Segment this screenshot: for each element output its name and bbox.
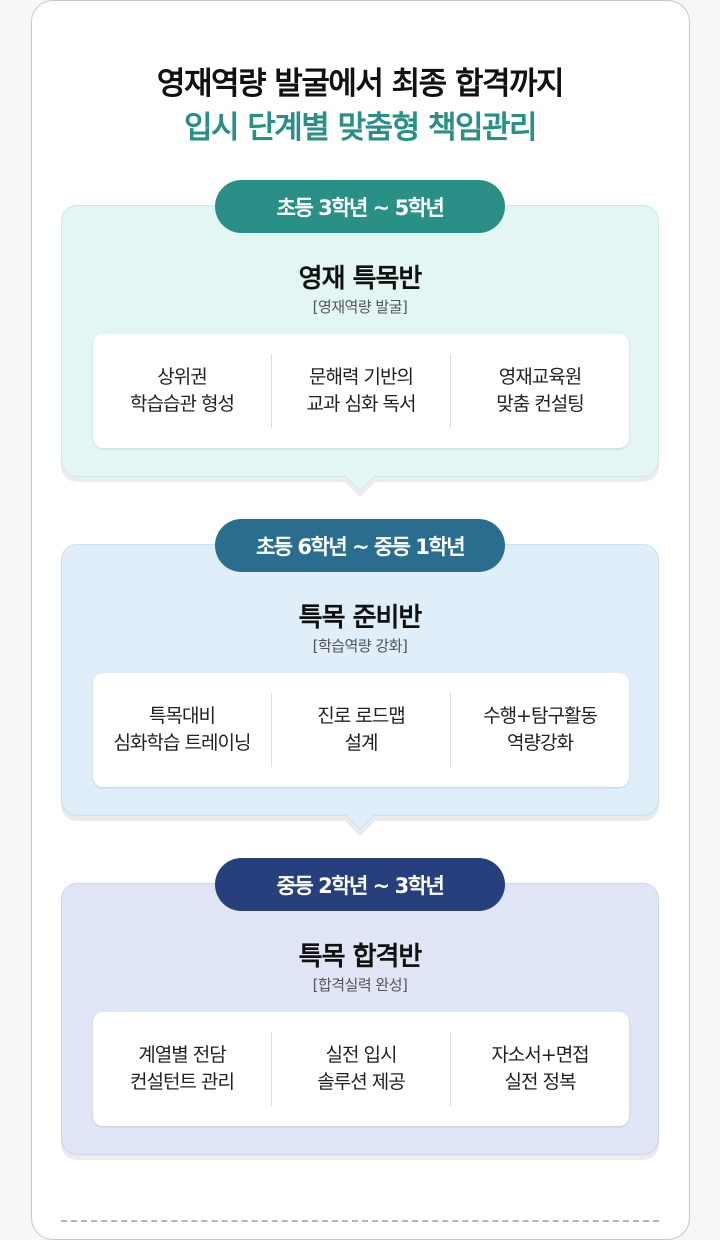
stage-box: 영재 특목반 [영재역량 발굴] 상위권 학습습관 형성 문해력 기반의 교과 심… xyxy=(61,205,659,492)
stage-item: 자소서+면접 실전 정복 xyxy=(450,1032,629,1106)
stage-subtitle: [합격실력 완성] xyxy=(312,976,408,994)
dashed-divider xyxy=(61,1220,659,1222)
stage-title: 특목 준비반 xyxy=(298,603,423,633)
grade-pill: 초등 6학년 ~ 중등 1학년 xyxy=(215,519,505,572)
stage-item: 실전 입시 솔루션 제공 xyxy=(271,1032,450,1106)
headline-line1: 영재역량 발굴에서 최종 합격까지 xyxy=(156,66,565,102)
stage-item: 수행+탐구활동 역량강화 xyxy=(450,693,629,767)
stage-box: 특목 합격반 [합격실력 완성] 계열별 전담 컨설턴트 관리 실전 입시 솔루션… xyxy=(61,883,659,1155)
stage-subtitle: [학습역량 강화] xyxy=(312,637,408,655)
stage-item: 계열별 전담 컨설턴트 관리 xyxy=(130,1044,235,1093)
stage-title: 영재 특목반 xyxy=(298,264,423,294)
stage-box: 특목 준비반 [학습역량 강화] 특목대비 심화학습 트레이닝 진로 로드맵 설계… xyxy=(61,544,659,831)
stage-item: 상위권 학습습관 형성 xyxy=(130,366,235,415)
stage-subtitle: [영재역량 발굴] xyxy=(312,298,408,316)
stage-title: 특목 합격반 xyxy=(298,942,423,972)
stage-item: 특목대비 심화학습 트레이닝 xyxy=(113,705,252,754)
grade-pill: 초등 3학년 ~ 5학년 xyxy=(215,180,505,233)
stage-item: 진로 로드맵 설계 xyxy=(271,693,450,767)
headline-line2: 입시 단계별 맞춤형 책임관리 xyxy=(183,110,538,146)
grade-pill: 중등 2학년 ~ 3학년 xyxy=(215,858,505,911)
stage-item: 영재교육원 맞춤 컨설팅 xyxy=(450,354,629,428)
stage-item: 문해력 기반의 교과 심화 독서 xyxy=(271,354,450,428)
